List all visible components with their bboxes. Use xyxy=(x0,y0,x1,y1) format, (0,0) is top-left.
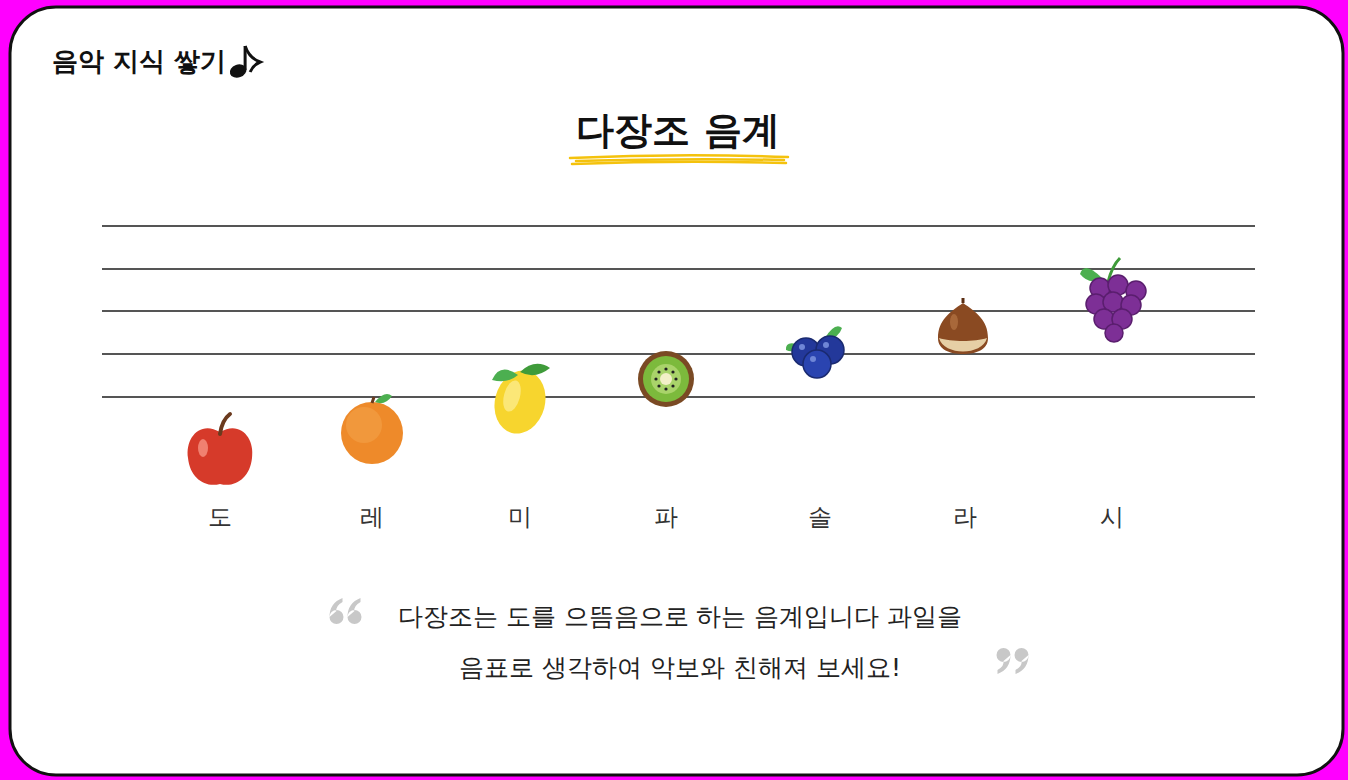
kiwi-note-part-part xyxy=(674,377,677,380)
kiwi-note-part xyxy=(643,356,689,402)
open-quote-mark xyxy=(330,598,362,624)
kiwi-note-part-part xyxy=(664,387,667,390)
blueberry-note-part xyxy=(810,356,816,362)
kiwi-note-part xyxy=(660,373,672,385)
apple-note xyxy=(188,414,253,485)
orange-note xyxy=(341,394,403,464)
orange-note-part xyxy=(372,397,374,403)
close-quote-mark-part xyxy=(1015,648,1029,674)
kiwi-note-part-part xyxy=(671,384,674,387)
note-name: 미 xyxy=(508,503,532,532)
title-underline-part xyxy=(570,155,788,158)
section-tag: 음악 지식 쌓기 xyxy=(52,46,226,77)
lemon-note-part xyxy=(492,370,518,382)
blueberry-note-part xyxy=(799,344,805,350)
blueberry-note-part xyxy=(803,350,831,378)
orange-note-part xyxy=(375,394,392,403)
music-note-icon-part xyxy=(245,46,260,72)
lemon-note-part xyxy=(500,378,524,413)
chestnut-note-part xyxy=(950,314,958,330)
note-name: 시 xyxy=(1100,503,1124,532)
chestnut-note xyxy=(938,298,988,354)
kiwi-note-part xyxy=(654,367,677,390)
note-name: 도 xyxy=(208,503,232,532)
apple-note-part xyxy=(220,414,230,434)
grape-note xyxy=(1080,258,1146,342)
kiwi-note-part-part xyxy=(664,367,667,370)
orange-note-part xyxy=(341,402,403,464)
apple-note-part xyxy=(198,439,208,457)
kiwi-note-part xyxy=(651,364,681,394)
staff-lines xyxy=(102,226,1255,397)
kiwi-note xyxy=(638,351,694,407)
kiwi-note-part-part xyxy=(657,370,660,373)
kiwi-note-part-part xyxy=(654,377,657,380)
staff-lines-part xyxy=(102,310,1255,312)
open-quote-mark-part xyxy=(348,598,362,624)
blueberry-note-part xyxy=(823,342,829,348)
chestnut-note-part xyxy=(962,298,965,303)
music-note-icon xyxy=(228,46,260,80)
apple-note-part xyxy=(188,428,253,485)
kiwi-note-part xyxy=(638,351,694,407)
grape-note-part xyxy=(1086,275,1146,342)
staff-lines-part xyxy=(102,225,1255,227)
note-name: 솔 xyxy=(808,503,832,532)
chestnut-note-part xyxy=(939,338,987,352)
note-name: 레 xyxy=(360,503,384,532)
title-underline-part xyxy=(576,159,784,161)
caption-quote: 다장조는 도를 으뜸음으로 하는 음계입니다 과일을 음표로 생각하여 악보와 … xyxy=(395,591,966,693)
kiwi-note-part-part xyxy=(657,384,660,387)
lemon-note-part xyxy=(488,365,553,440)
orange-note-part xyxy=(346,407,382,443)
lemon-note xyxy=(488,364,553,440)
open-quote-mark-part xyxy=(330,598,344,624)
staff-lines-part xyxy=(102,268,1255,270)
note-name: 파 xyxy=(654,503,678,532)
title-underline xyxy=(570,155,788,164)
lemon-note-part xyxy=(520,364,550,375)
grape-note-part-part xyxy=(1105,324,1123,342)
title-underline-part xyxy=(572,162,786,164)
card-panel xyxy=(10,7,1343,775)
close-quote-mark xyxy=(997,648,1029,674)
close-quote-mark-part xyxy=(997,648,1011,674)
kiwi-note-part-part xyxy=(671,370,674,373)
page-title: 다장조 음계 xyxy=(576,108,779,154)
blueberry-note xyxy=(786,326,844,378)
chestnut-note-part xyxy=(938,303,988,354)
note-name: 라 xyxy=(953,503,977,532)
